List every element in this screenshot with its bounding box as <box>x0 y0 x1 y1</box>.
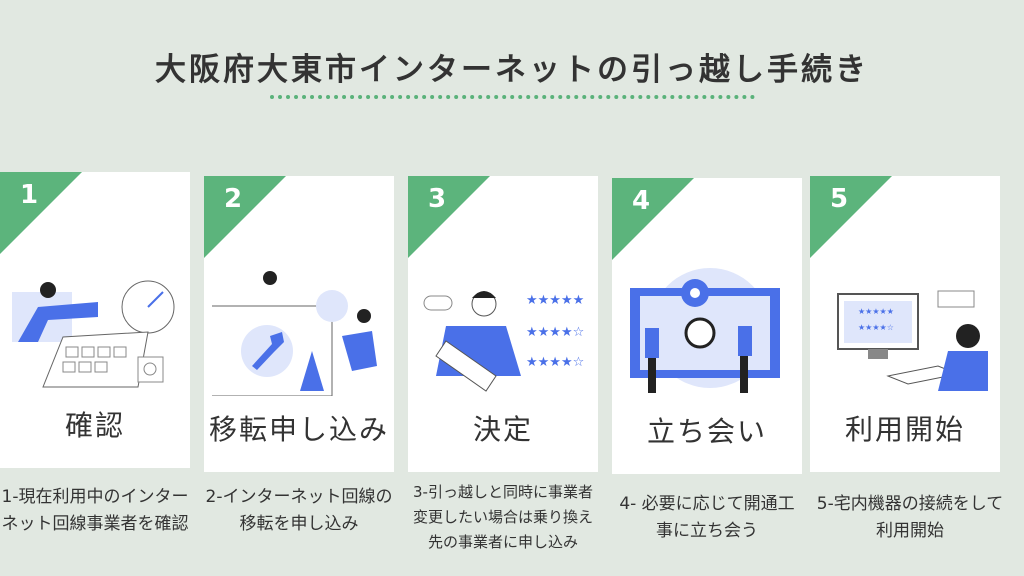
computer-user-illustration: ★★★★★ ★★★★☆ <box>837 290 988 391</box>
step-description-5: 5-宅内機器の接続をして利用開始 <box>816 494 1004 541</box>
step-description-2: 2-インターネット回線の移転を申し込み <box>205 487 393 534</box>
page-title: 大阪府大東市インターネットの引っ越し手続き <box>155 52 869 88</box>
step-number-badge <box>408 176 490 258</box>
step-description-3: 3-引っ越しと同時に事業者変更したい場合は乗り換え先の事業者に申し込み <box>412 483 593 551</box>
step-label: 確認 <box>64 409 125 442</box>
step-number-badge <box>0 172 82 254</box>
step-number-badge <box>612 178 694 260</box>
step-label: 移転申し込み <box>208 413 389 446</box>
svg-text:★★★★☆: ★★★★☆ <box>526 325 584 340</box>
rating-stars-illustration: ★★★★★ ★★★★☆ ★★★★☆ <box>423 291 584 392</box>
step-number: 5 <box>830 184 849 214</box>
step-number: 4 <box>632 186 651 216</box>
step-label: 決定 <box>472 413 533 446</box>
svg-text:★★★★☆: ★★★★☆ <box>858 323 894 332</box>
map-location-illustration <box>630 268 780 393</box>
step-number-badge <box>810 176 892 258</box>
step-card-4: 4 立ち会い <box>612 178 802 474</box>
calendar-clock-illustration <box>12 280 175 388</box>
wrench-settings-illustration <box>212 271 377 396</box>
step-description-1: 1-現在利用中のインターネット回線事業者を確認 <box>1 487 189 534</box>
step-card-1: 1 確認 <box>0 172 190 468</box>
title-divider <box>270 95 755 99</box>
step-number: 1 <box>20 180 39 210</box>
svg-text:★★★★★: ★★★★★ <box>526 293 584 308</box>
step-label: 立ち会い <box>646 415 767 448</box>
svg-text:★★★★☆: ★★★★☆ <box>526 355 584 370</box>
step-card-2: 2 移転申し込み <box>204 176 394 472</box>
step-number-badge <box>204 176 286 258</box>
step-card-3: 3 ★★★★★ ★★★★☆ ★★★★☆ 決定 <box>408 176 598 472</box>
svg-text:★★★★★: ★★★★★ <box>858 307 894 316</box>
step-description-4: 4- 必要に応じて開通工事に立ち会う <box>619 494 795 541</box>
step-card-5: 5 ★★★★★ ★★★★☆ 利用開始 <box>810 176 1000 472</box>
step-number: 3 <box>428 184 447 214</box>
step-number: 2 <box>224 184 243 214</box>
step-label: 利用開始 <box>844 413 965 446</box>
